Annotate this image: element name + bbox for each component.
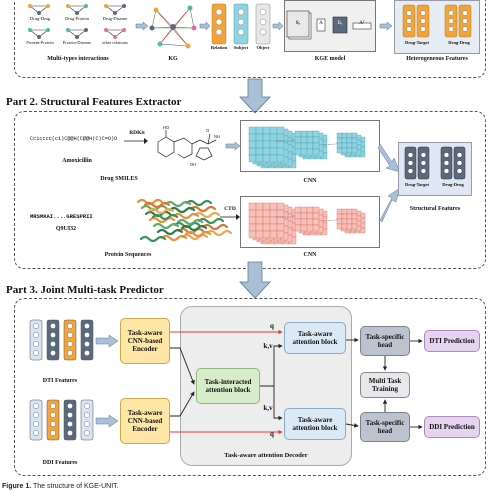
structural-features: Drug-Target Drug-Drug — [398, 142, 472, 196]
arrow-ddi-to-encoder — [95, 414, 119, 428]
interaction-type-3: Drug-Disease — [102, 16, 128, 21]
svg-text:NH: NH — [214, 134, 220, 139]
multi-task-training: Multi Task Training — [360, 372, 410, 398]
interaction-type-2: Drug-Protein — [65, 16, 89, 21]
kge-symbol-b: Bₓ — [337, 21, 343, 26]
svg-text:O: O — [206, 128, 210, 133]
ddi-task-head: Task-specific head — [360, 412, 410, 442]
arrow-to-kg — [135, 21, 149, 31]
ddi-attention-block: Task-aware attention block — [284, 408, 346, 440]
caption-text: The structure of KGE-UNIT. — [31, 483, 119, 490]
part2-title: Part 2. Structural Features Extractor — [6, 96, 182, 108]
drug-name: Amoxicillin — [62, 158, 92, 164]
arrow-part1-to-part2 — [239, 78, 271, 114]
dti-features-label: DTI Features — [42, 378, 78, 384]
arrow-to-kge-model — [272, 21, 284, 31]
molecule-structure-icon: HO O NH OH — [157, 125, 220, 167]
structural-drug-drug: Drug-Drug — [442, 182, 464, 187]
kge-relation-label: Relation — [210, 45, 228, 50]
interactions-grid: Drug-Drug Drug-Protein Drug-Disease Prot… — [22, 2, 134, 54]
dti-prediction: DTI Prediction — [424, 330, 480, 352]
protein-id: Q9UI32 — [55, 226, 77, 232]
arrow-to-kge — [199, 21, 211, 31]
kge-object-label: Object — [256, 45, 270, 50]
interaction-type-1: Drug-Drug — [30, 16, 50, 21]
hetero-drug-target: Drug-Target — [404, 40, 430, 45]
kge-subject-label: Subject — [233, 45, 249, 50]
structural-drug-target: Drug-Target — [404, 182, 430, 187]
arrow-to-hetero — [379, 21, 393, 31]
hetero-label: Heterogeneous Features — [406, 56, 468, 62]
hetero-columns-icon — [402, 4, 472, 38]
protein-seq: MRSMKAI....GRESPRII — [30, 213, 93, 220]
ddi-prediction: DDI Prediction — [424, 416, 480, 438]
drug-cnn-box — [240, 120, 380, 172]
smiles-text: Cc1cccc(c1)C@@H(C@@H(C)C=O)O — [30, 136, 118, 142]
ddi-kv-label: k,v — [263, 404, 273, 412]
kge-symbol-a: A — [319, 21, 323, 26]
ddi-feature-columns — [29, 399, 94, 441]
rdkit-label: RDKit — [129, 130, 145, 136]
interaction-type-4: Protein-Protein — [26, 40, 54, 45]
kge-symbol-s: Sₓ — [295, 21, 301, 26]
drug-smiles-label: Drug SMILES — [100, 176, 138, 182]
rdkit-arrow — [124, 138, 148, 144]
part3-box — [14, 298, 486, 476]
arrow-to-drug-cnn — [225, 141, 241, 151]
ctd-arrow — [220, 214, 240, 220]
kg-graph-icon — [149, 5, 197, 49]
kge-symbol-at: Aᵀ — [359, 21, 365, 26]
hetero-features: Drug-Target Drug-Drug — [394, 0, 480, 54]
ctd-label: CTD — [224, 206, 236, 212]
protein-cnn-box — [240, 196, 380, 248]
hetero-drug-drug: Drug-Drug — [448, 40, 470, 45]
dti-encoder: Task-aware CNN-based Encoder — [120, 318, 170, 364]
kge-model-label: KGE model — [314, 56, 346, 62]
dti-kv-label: k,v — [263, 342, 273, 350]
dti-q-label: q — [270, 322, 274, 330]
svg-text:OH: OH — [190, 162, 196, 167]
svg-text:HO: HO — [163, 125, 170, 130]
caption-label: Figure 1. — [2, 483, 32, 490]
kge-triple: Relation Subject Object — [210, 2, 272, 54]
interaction-type-5: Protein-Disease — [62, 40, 92, 45]
protein-seq-label: Protein Sequences — [104, 252, 152, 258]
part1-box — [14, 0, 486, 78]
task-interacted-attention: Task-interacted attention block — [196, 368, 260, 404]
arrow-dti-to-encoder — [95, 334, 119, 348]
protein-structure-icon — [136, 198, 233, 243]
protein-cnn-icon — [248, 202, 366, 245]
kge-model-box: Sₓ A Bₓ Aᵀ — [284, 0, 376, 52]
part3-title: Part 3. Joint Multi-task Predictor — [6, 284, 164, 296]
structural-label: Structural Features — [409, 206, 461, 212]
ddi-q-label: q — [270, 430, 274, 438]
decoder-label: Task-aware attention Decoder — [224, 452, 308, 459]
dti-feature-columns — [29, 319, 94, 361]
interactions-label: Multi-types interactions — [47, 56, 109, 62]
figure-caption: Figure 1. The structure of KGE-UNIT. — [2, 483, 119, 490]
interaction-type-6: other relations — [102, 40, 128, 45]
ddi-features-label: DDI Features — [42, 460, 78, 466]
kg-label: KG — [168, 56, 178, 62]
ddi-encoder: Task-aware CNN-based Encoder — [120, 398, 170, 444]
triple-columns-icon — [211, 3, 271, 45]
drug-cnn-icon — [248, 126, 366, 169]
protein-cnn-label: CNN — [303, 252, 317, 258]
dti-attention-block: Task-aware attention block — [284, 322, 346, 354]
structural-columns-icon — [404, 146, 466, 180]
interaction-graphs-icon — [28, 4, 126, 39]
arrow-part2-to-part3 — [239, 261, 271, 299]
dti-task-head: Task-specific head — [360, 326, 410, 356]
drug-cnn-label: CNN — [303, 178, 317, 184]
kge-matrix-icon — [286, 10, 372, 40]
